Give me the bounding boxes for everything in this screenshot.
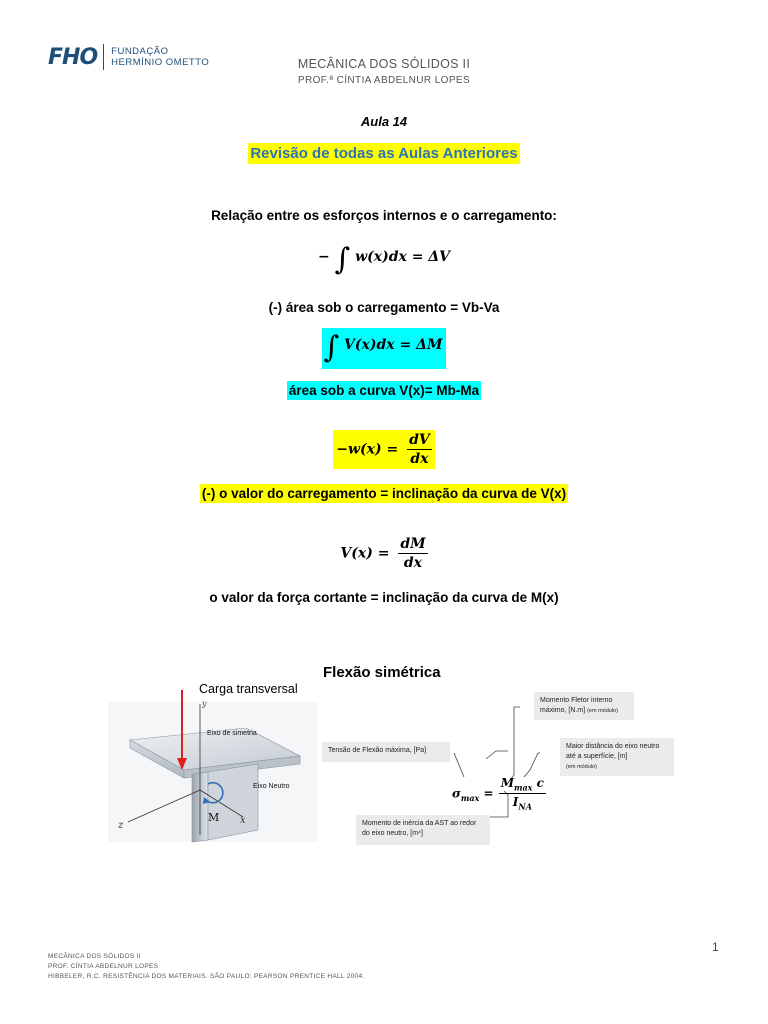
annotation-momento-inercia: Momento de inércia da AST ao redor do ei…: [356, 815, 490, 845]
page-number: 1: [712, 940, 719, 954]
web-side-face: [207, 763, 259, 841]
footer-line3: HIBBELER, R.C. RESISTÊNCIA DOS MATERIAIS…: [48, 973, 365, 980]
axis-x-label: x: [240, 815, 246, 826]
footer-line2: PROF. CÍNTIA ABDELNUR LOPES: [48, 963, 159, 970]
eq1-integral-sign: ∫: [334, 242, 351, 277]
eq3-lhs: −w(x) =: [336, 441, 399, 458]
eq4-fraction: dM dx: [398, 536, 428, 571]
formula-den-i: I: [512, 795, 519, 810]
annotation-maior-distancia-note: (em módulo): [566, 764, 597, 770]
equation-integral-v: ∫ V(x)dx = ΔM: [321, 328, 447, 369]
moment-label: M: [208, 811, 219, 824]
fho-logo: FHO FUNDAÇÃO HERMÍNIO OMETTO: [48, 42, 209, 72]
equation-dm-dx: V(x) = dM dx: [0, 536, 768, 571]
axis-y-label: y: [201, 699, 207, 708]
text-shear-value: o valor da força cortante = inclinação d…: [209, 590, 559, 605]
eq4-lhs: V(x) =: [340, 545, 390, 562]
footer-line1: MECÂNICA DOS SÓLIDOS II: [48, 953, 141, 960]
review-title-wrap: Revisão de todas as Aulas Anteriores: [0, 143, 768, 164]
connector-tensao: [485, 750, 508, 760]
eq3-fraction: dV dx: [407, 432, 432, 467]
equation-dv-dx-wrap: −w(x) = dV dx: [0, 430, 768, 469]
text-load-value-wrap: (-) o valor do carregamento = inclinação…: [0, 484, 768, 503]
formula-sigma: σ: [452, 786, 461, 801]
formula-num-m: M: [500, 776, 515, 790]
load-arrow-head: [177, 758, 187, 770]
formula-num-sub: max: [514, 782, 533, 793]
carga-transversal-label: Carga transversal: [199, 682, 298, 696]
z-axis: [127, 789, 201, 823]
formula-denominator: INA: [499, 794, 546, 811]
equation-dv-dx: −w(x) = dV dx: [333, 430, 435, 469]
eq2-integral-sign: ∫: [323, 330, 340, 365]
text-area-load: (-) área sob o carregamento = Vb-Va: [268, 300, 500, 315]
relation-heading: Relação entre os esforços internos e o c…: [211, 208, 557, 223]
flexure-formula: σmax = Mmax c INA: [452, 776, 546, 812]
lesson-title: Aula 14: [360, 114, 408, 129]
formula-equals: =: [483, 786, 494, 801]
moment-arrowhead: [203, 797, 210, 804]
eq3-denominator: dx: [410, 451, 429, 467]
equation-integral-w: − ∫ w(x)dx = ΔV: [0, 242, 768, 277]
logo-divider: [103, 44, 105, 70]
connector-momento-fletor: [509, 706, 520, 781]
annotation-maior-distancia: Maior distância do eixo neutro até a sup…: [560, 738, 674, 776]
formula-num-c: c: [536, 776, 544, 790]
eq4-denominator: dx: [403, 555, 423, 571]
equation-integral-v-wrap: ∫ V(x)dx = ΔM: [0, 328, 768, 369]
annotation-momento-fletor: Momento Fletor interno máximo, [N.m] (em…: [534, 692, 634, 720]
formula-sigma-sub: max: [460, 792, 480, 803]
logo-org-line2: HERMÍNIO OMETTO: [111, 57, 210, 68]
logo-org-line1: FUNDAÇÃO: [111, 46, 169, 57]
logo-mark: FHO: [48, 44, 98, 70]
formula-fraction: Mmax c INA: [498, 776, 546, 812]
eixo-simetria-label: Eixo de simetria: [207, 730, 257, 737]
eixo-neutro-label: Eixo Neutro: [253, 783, 290, 790]
eq2-body: V(x)dx = ΔM: [344, 337, 443, 353]
annotation-tensao-text: Tensão de Flexão máxima, [Pa]: [328, 747, 427, 754]
annotation-momento-fletor-note: (em módulo): [587, 708, 618, 714]
flexao-title: Flexão simétrica: [323, 664, 441, 681]
annotation-maior-distancia-text: Maior distância do eixo neutro até a sup…: [566, 743, 660, 760]
beam-figure: y z x M Eixo de simetria Eixo Neutro: [108, 690, 318, 843]
eq1-body: w(x)dx = ΔV: [355, 249, 451, 265]
annotation-connectors: [453, 706, 540, 818]
formula-den-sub: NA: [518, 801, 532, 812]
eq3-numerator: dV: [407, 432, 432, 450]
axis-z-label: z: [117, 820, 124, 831]
review-title: Revisão de todas as Aulas Anteriores: [248, 143, 520, 164]
connector-maior-distancia: [523, 752, 540, 778]
formula-numerator: Mmax c: [498, 776, 546, 795]
annotation-momento-fletor-text: Momento Fletor interno máximo, [N.m]: [540, 697, 613, 714]
annotation-tensao: Tensão de Flexão máxima, [Pa]: [322, 742, 450, 762]
text-area-curve-wrap: área sob a curva V(x)= Mb-Ma: [0, 381, 768, 400]
text-load-value: (-) o valor do carregamento = inclinação…: [199, 484, 569, 503]
annotation-momento-inercia-text: Momento de inércia da AST ao redor do ei…: [362, 820, 477, 837]
x-axis: [199, 789, 244, 818]
connector-momento-inercia: [490, 790, 509, 818]
header-course: MECÂNICA DOS SÓLIDOS II: [297, 57, 471, 71]
connector-tensao-lower: [453, 752, 465, 778]
header-professor: PROF.ª CÍNTIA ABDELNUR LOPES: [297, 75, 471, 86]
moment-arc: [205, 781, 224, 804]
text-area-curve: área sob a curva V(x)= Mb-Ma: [286, 381, 482, 400]
logo-org-name: FUNDAÇÃO HERMÍNIO OMETTO: [111, 46, 209, 68]
eq1-minus: −: [317, 249, 330, 265]
eq4-numerator: dM: [398, 536, 428, 554]
